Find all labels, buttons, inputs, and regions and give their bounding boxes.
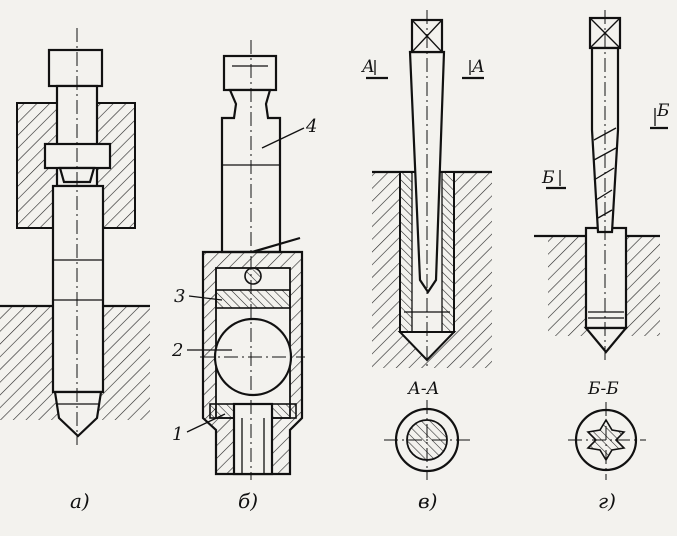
panel-v: А А А-А в) [361,10,492,513]
callout-2: 2 [171,340,183,361]
caption-panel-b: б) [238,489,258,513]
caption-panel-g: г) [598,489,616,513]
section-mark-a-right: А [471,57,485,77]
caption-panel-a: а) [70,489,90,513]
section-label-aa: А-А [407,379,440,399]
section-mark-b-upper: Б [656,101,670,121]
caption-panel-v: в) [418,489,437,513]
callout-4: 4 [305,116,317,137]
panel-g: Б Б Б-Б г) [534,10,670,513]
panel-a: а) [0,28,150,513]
section-label-bb: Б-Б [587,379,619,399]
panel-b: 4 3 2 1 б) [171,40,317,513]
section-mark-a-left: А [361,57,375,77]
section-mark-b-lower: Б [541,168,555,188]
callout-1: 1 [172,424,183,445]
callout-3: 3 [174,286,185,307]
